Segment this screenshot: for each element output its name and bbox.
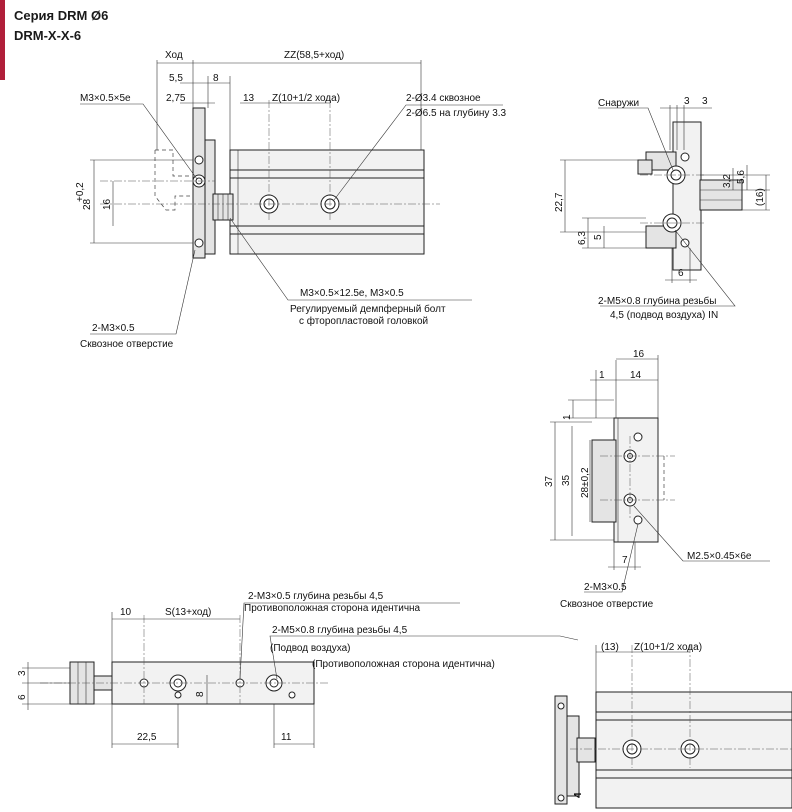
label-port-2: 4,5 (подвод воздуха) IN xyxy=(610,310,718,321)
label-end-through-2: Сквозное отверстие xyxy=(560,599,654,610)
dim-8: 8 xyxy=(213,73,219,84)
label-end-through-1: 2-M3×0.5 xyxy=(584,582,627,593)
dim-7: 7 xyxy=(622,555,628,566)
end-view: 16 1 14 1 37 35 28±0,2 7 M2.5×0.45×6e 2-… xyxy=(544,349,770,610)
dim-1-v: 1 xyxy=(562,414,573,420)
label-bore-1: 2-Ø3.4 сквозное xyxy=(406,93,481,104)
dim-s: S(13+ход) xyxy=(165,607,211,618)
label-damper-3: с фторопластовой головкой xyxy=(299,315,428,327)
dim-5-5: 5,5 xyxy=(169,73,183,84)
dim-6: 6 xyxy=(678,268,684,279)
dim-14: 14 xyxy=(630,370,642,381)
dim-22-5: 22,5 xyxy=(137,732,157,743)
dim-stroke: Ход xyxy=(165,50,183,61)
label-same-2: (Противоположная сторона идентична) xyxy=(312,659,495,670)
label-through-1: 2-M3×0.5 xyxy=(92,323,135,334)
label-m25: M2.5×0.45×6e xyxy=(687,551,752,562)
side-rod xyxy=(699,179,743,211)
hidden-outline xyxy=(154,149,190,211)
dim-2-75: 2,75 xyxy=(166,93,186,104)
dim-5: 5 xyxy=(593,234,604,240)
dim-37: 37 xyxy=(544,475,555,487)
label-same-1: Противоположная сторона идентична xyxy=(244,603,421,614)
dim-zz: ZZ(58,5+ход) xyxy=(284,50,344,61)
dim-4-detail: 4 xyxy=(573,792,584,798)
dim-13-detail: (13) xyxy=(601,642,619,653)
dim-16-end: 16 xyxy=(633,349,645,360)
dim-z-detail: Z(10+1/2 хода) xyxy=(634,642,702,653)
label-air: (Подвод воздуха) xyxy=(270,643,350,654)
dim-28-tol: +0,2 xyxy=(75,182,86,202)
dim-6-3: 6,3 xyxy=(577,231,588,245)
dim-6-b: 6 xyxy=(17,694,28,700)
label-damper-1: M3×0.5×12.5e, M3×0.5 xyxy=(300,288,404,299)
end-flange xyxy=(591,439,617,523)
main-view: Ход ZZ(58,5+ход) 5,5 8 2,75 13 Z(10+1/2 … xyxy=(75,50,507,350)
bottom-view: 10 S(13+ход) 2-M3×0.5 глубина резьбы 4,5… xyxy=(17,590,579,748)
dim-1: 1 xyxy=(599,370,605,381)
dim-16: 16 xyxy=(102,198,113,210)
dim-22-7: 22,7 xyxy=(554,192,565,212)
series-title: Серия DRM Ø6 xyxy=(14,8,109,23)
thread-hole-top xyxy=(194,155,204,165)
dim-5-6: 5,6 xyxy=(736,170,747,184)
dim-3b: 3 xyxy=(702,96,708,107)
label-through-2: Сквозное отверстие xyxy=(80,339,174,350)
detail-view: (13) Z(10+1/2 хода) 4 xyxy=(554,642,792,809)
label-m5-depth: 2-M5×0.8 глубина резьбы 4,5 xyxy=(272,624,408,636)
thread-hole-bottom xyxy=(194,238,204,248)
dim-13: 13 xyxy=(243,93,255,104)
dim-3: 3 xyxy=(17,670,28,676)
dim-16-side: (16) xyxy=(755,188,766,206)
dim-z: Z(10+1/2 хода) xyxy=(272,93,340,104)
label-damper-2: Регулируемый демпферный болт xyxy=(290,303,446,315)
dim-8-b: 8 xyxy=(195,691,206,697)
dim-3-2: 3,2 xyxy=(722,174,733,188)
label-m3-thread: M3×0.5×5e xyxy=(80,93,131,104)
model-title: DRM-X-X-6 xyxy=(14,28,82,43)
label-port-1: 2-M5×0.8 глубина резьбы xyxy=(598,295,716,307)
label-outside: Снаружи xyxy=(598,98,639,109)
dim-11: 11 xyxy=(281,732,292,743)
accent-bar xyxy=(0,0,5,80)
dim-28: 28 xyxy=(82,198,93,210)
dim-35: 35 xyxy=(561,474,572,486)
dim-28-end: 28±0,2 xyxy=(580,467,591,498)
dim-3a: 3 xyxy=(684,96,690,107)
detail-end-plate xyxy=(554,695,568,805)
side-view: Снаружи 3 3 22,7 6,3 5 3,2 5,6 (16) 6 xyxy=(554,96,770,321)
label-bore-2: 2-Ø6.5 на глубину 3.3 xyxy=(406,107,507,119)
label-m3-depth: 2-M3×0.5 глубина резьбы 4,5 xyxy=(248,590,384,602)
dim-10: 10 xyxy=(120,607,132,618)
